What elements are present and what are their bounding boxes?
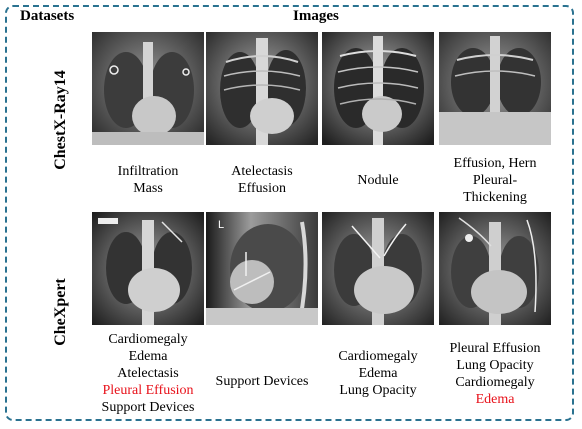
xray-chexpert-4: [439, 212, 551, 325]
svg-text:L: L: [218, 219, 224, 231]
highlighted-label: Pleural Effusion: [102, 383, 194, 398]
caption-chestxray14-1: Infiltration Mass: [117, 164, 179, 196]
caption-chestxray14-4: Effusion, Hern Pleural- Thickening: [453, 156, 537, 205]
row-label-chestxray14: ChestX-Ray14: [52, 70, 69, 170]
xray-chestxray14-2: [206, 32, 318, 145]
row-label-chexpert: CheXpert: [52, 278, 69, 346]
xray-chestxray14-1: [92, 32, 204, 145]
highlighted-label: Edema: [475, 392, 515, 407]
caption-chexpert-1: Cardiomegaly Edema Atelectasis Pleural E…: [89, 331, 207, 416]
figure-frame: [5, 5, 574, 421]
xray-chexpert-2-lateral: L: [206, 212, 318, 325]
xray-chexpert-3: [322, 212, 434, 325]
xray-chestxray14-4: [439, 32, 551, 145]
images-header: Images: [293, 8, 339, 24]
caption-chestxray14-3: Nodule: [357, 173, 399, 188]
xray-chestxray14-3: [322, 32, 434, 145]
caption-chestxray14-2: Atelectasis Effusion: [231, 164, 293, 196]
xray-chexpert-1: [92, 212, 204, 325]
caption-chexpert-4: Pleural Effusion Lung Opacity Cardiomega…: [436, 340, 554, 408]
caption-chexpert-2: Support Devices: [215, 374, 309, 389]
datasets-header: Datasets: [20, 8, 75, 24]
caption-chexpert-3: Cardiomegaly Edema Lung Opacity: [338, 349, 418, 398]
